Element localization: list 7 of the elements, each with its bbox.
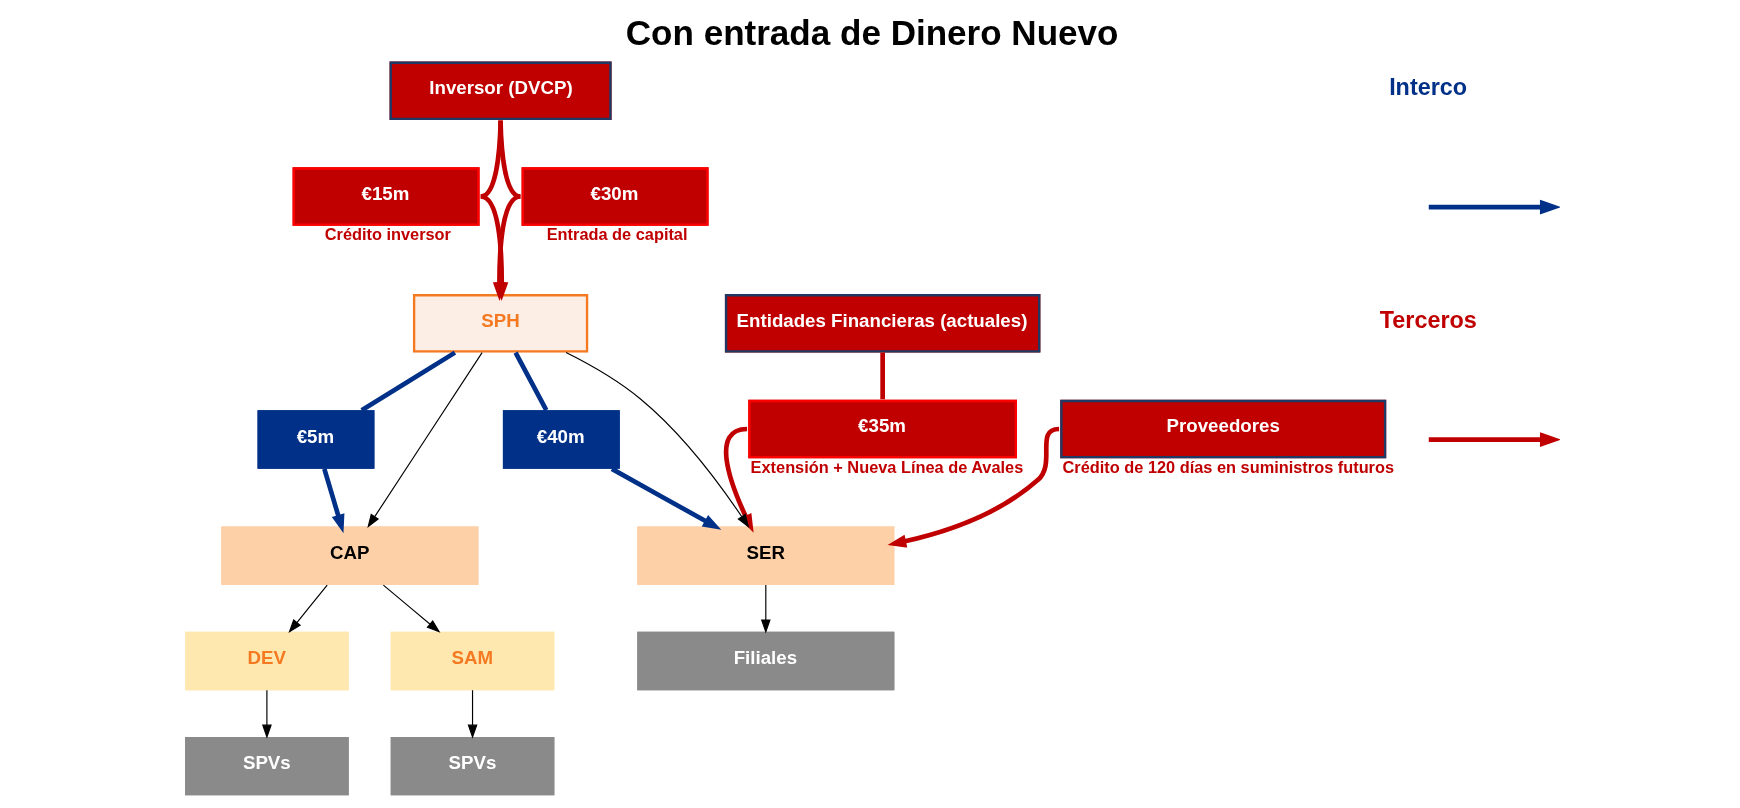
node-label: Extensión + Nueva Línea de Avales [750, 457, 1024, 475]
node-label: Crédito inversor [324, 224, 451, 243]
legend-label: Interco [1389, 73, 1468, 100]
legend-label: Terceros [1379, 306, 1477, 333]
diagram-title: Con entrada de Dinero Nuevo [625, 12, 1119, 52]
node-label: Crédito de 120 días en suministros futuros [1062, 457, 1395, 475]
node-label: Entrada de capital [546, 224, 688, 243]
